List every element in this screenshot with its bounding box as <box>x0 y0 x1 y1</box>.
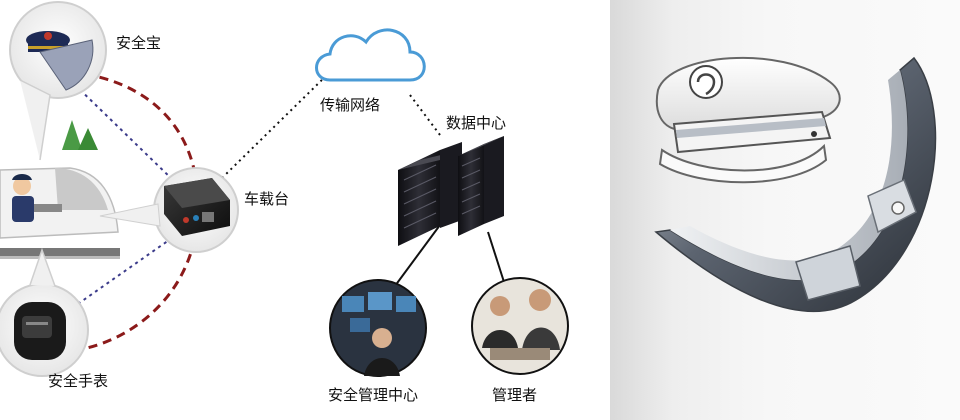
onboard-device-icon <box>164 178 230 236</box>
onboard-unit-label: 车载台 <box>244 190 290 208</box>
architecture-svg <box>0 1 569 377</box>
safety-watch-label: 安全手表 <box>48 372 109 390</box>
manager-node <box>471 277 569 375</box>
safety-treasure-label: 安全宝 <box>116 34 162 52</box>
railway-cap-icon <box>26 31 94 91</box>
manager-label: 管理者 <box>492 386 538 404</box>
onboard-unit-node <box>99 167 239 253</box>
safety-management-center-label: 安全管理中心 <box>328 386 419 404</box>
cloud-to-datacenter-link <box>409 94 441 136</box>
cap-product-render <box>610 0 960 420</box>
railway-cap-icon <box>655 56 841 184</box>
visor-device <box>654 56 937 313</box>
safety-treasure-node <box>9 1 107 161</box>
data-center-label: 数据中心 <box>446 114 507 132</box>
wristband-icon <box>14 302 66 360</box>
transmission-network-label: 传输网络 <box>320 96 381 114</box>
train-driver-scene <box>0 120 120 259</box>
safety-management-center-node <box>329 279 427 377</box>
cap-render-svg <box>654 56 937 313</box>
safety-watch-node <box>0 247 89 377</box>
system-architecture-diagram: 安全宝 车载台 传输网络 数据中心 安全手表 安全管理中心 管理者 <box>0 1 569 404</box>
datacenter-to-safety-center-link <box>391 224 441 291</box>
blue-dotted-link-top <box>69 79 176 183</box>
datacenter-to-manager-link <box>487 231 505 283</box>
cloud-icon <box>315 28 426 82</box>
server-rack-icon <box>398 136 504 246</box>
onboard-to-cloud-link <box>221 71 331 179</box>
